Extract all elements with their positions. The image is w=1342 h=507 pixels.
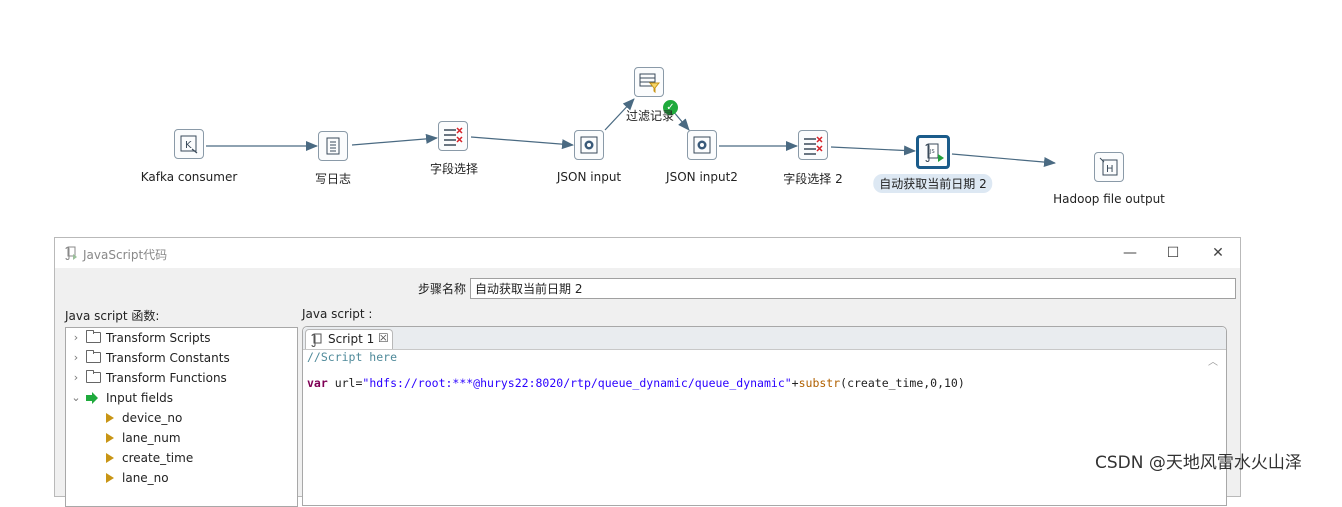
tab-label: Script 1 — [328, 332, 375, 346]
step-name-label: 步骤名称 — [418, 282, 467, 296]
svg-text:JS: JS — [929, 149, 935, 155]
transformation-canvas[interactable]: K Kafka consumer 写日志 字段选择 JSON input ✓ 过… — [0, 0, 1342, 236]
select-values-icon[interactable] — [798, 130, 828, 160]
hop-json1-filter[interactable] — [604, 98, 635, 131]
step-label: 自动获取当前日期 2 — [873, 174, 993, 193]
step-label: JSON input — [556, 170, 622, 184]
folder-icon — [86, 370, 101, 383]
tree-item-input-fields[interactable]: ⌄ Input fields — [66, 388, 297, 408]
code-function: substr — [798, 376, 841, 390]
functions-label: Java script 函数: — [65, 309, 160, 323]
chevron-right-icon[interactable]: › — [73, 331, 79, 344]
tree-item-label: Transform Functions — [106, 371, 227, 385]
tree-item-label: lane_no — [122, 471, 169, 485]
step-name-input[interactable] — [470, 278, 1236, 299]
scroll-up-icon[interactable]: ︿ — [1208, 357, 1218, 368]
field-icon — [106, 433, 114, 443]
chevron-right-icon[interactable]: › — [73, 351, 79, 364]
tab-script-1[interactable]: Script 1 ☒ — [305, 329, 393, 349]
script-tab-bar: Script 1 ☒ — [303, 327, 1226, 350]
hop-log-select1[interactable] — [351, 133, 438, 146]
step-label: 字段选择 2 — [783, 172, 843, 186]
kafka-consumer-icon[interactable]: K — [174, 129, 204, 159]
json-input-icon[interactable] — [687, 130, 717, 160]
write-log-icon[interactable] — [318, 131, 348, 161]
javascript-dialog: JavaScript代码 — ☐ ✕ 步骤名称 Java script 函数: … — [54, 237, 1241, 507]
chevron-right-icon[interactable]: › — [73, 371, 79, 384]
input-fields-icon — [84, 388, 100, 408]
tree-item-label: Transform Constants — [106, 351, 230, 365]
folder-icon — [86, 350, 101, 363]
close-button[interactable]: ✕ — [1212, 245, 1224, 261]
code-varname: url= — [327, 376, 363, 390]
chevron-down-icon[interactable]: ⌄ — [71, 391, 81, 404]
script-editor-panel: Script 1 ☒ //Script here var url="hdfs:/… — [302, 326, 1227, 506]
step-label: 字段选择 — [429, 162, 479, 176]
code-string: "hdfs://root:***@hurys22:8020/rtp/queue_… — [362, 376, 792, 390]
hop-js-hadoop[interactable] — [951, 153, 1056, 168]
field-icon — [106, 413, 114, 423]
code-comment: //Script here — [307, 350, 398, 364]
tree-item-label: Input fields — [106, 391, 174, 405]
code-operator: + — [791, 376, 799, 390]
minimize-button[interactable]: — — [1123, 245, 1137, 261]
filter-rows-icon[interactable] — [634, 67, 664, 97]
step-label: Hadoop file output — [1053, 192, 1165, 206]
tree-item-label: Transform Scripts — [106, 331, 211, 345]
script-label: Java script : — [302, 307, 373, 321]
hop-select2-js[interactable] — [830, 145, 916, 156]
tree-item-label: device_no — [122, 411, 183, 425]
step-label: JSON input2 — [666, 170, 738, 184]
dialog-title: JavaScript代码 — [83, 248, 168, 262]
json-input-icon[interactable] — [574, 130, 604, 160]
svg-text:H: H — [1106, 164, 1114, 175]
svg-text:K: K — [185, 140, 192, 151]
javascript-icon — [64, 246, 78, 260]
step-label: 过滤记录 — [625, 109, 675, 123]
script-icon — [311, 333, 323, 350]
tree-item-transform-functions[interactable]: › Transform Functions — [66, 368, 297, 388]
code-keyword: var — [307, 376, 328, 390]
field-icon — [106, 473, 114, 483]
hadoop-file-output-icon[interactable]: H — [1094, 152, 1124, 182]
javascript-icon[interactable]: JS — [916, 135, 950, 169]
maximize-button[interactable]: ☐ — [1166, 245, 1180, 261]
tree-field-item[interactable]: lane_num — [66, 428, 297, 448]
dialog-titlebar[interactable]: JavaScript代码 — ☐ ✕ — [55, 238, 1240, 268]
hop-connections — [206, 98, 1056, 168]
select-values-icon[interactable] — [438, 121, 468, 151]
folder-icon — [86, 330, 101, 343]
tree-field-item[interactable]: device_no — [66, 408, 297, 428]
step-label: 写日志 — [314, 172, 352, 186]
step-label: Kafka consumer — [140, 170, 238, 184]
functions-tree[interactable]: › Transform Scripts › Transform Constant… — [65, 327, 298, 507]
tree-item-label: lane_num — [122, 431, 181, 445]
code-args: (create_time,0,10) — [840, 376, 965, 390]
success-check-icon: ✓ — [663, 100, 678, 115]
tree-field-item[interactable]: lane_no — [66, 468, 297, 488]
field-icon — [106, 453, 114, 463]
script-code-editor[interactable]: //Script here var url="hdfs://root:***@h… — [307, 351, 965, 390]
tree-item-label: create_time — [122, 451, 194, 465]
watermark: CSDN @天地风雷水火山泽 — [1095, 453, 1302, 473]
tree-item-transform-constants[interactable]: › Transform Constants — [66, 348, 297, 368]
tree-field-item[interactable]: create_time — [66, 448, 297, 468]
hop-select1-json1[interactable] — [470, 136, 574, 150]
tree-item-transform-scripts[interactable]: › Transform Scripts — [66, 328, 297, 348]
close-tab-icon[interactable]: ☒ — [378, 331, 389, 345]
